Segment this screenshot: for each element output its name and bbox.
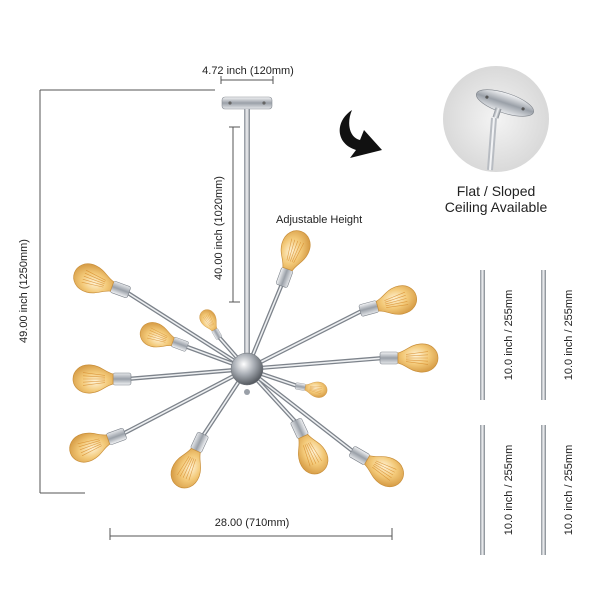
bulb-socket <box>295 382 306 391</box>
bulb-arm <box>69 366 250 463</box>
extension-rod-3: 10.0 inch / 255mm <box>480 425 515 555</box>
extension-rod-2: 10.0 inch / 255mm <box>541 270 575 400</box>
curved-arrow-icon <box>339 110 382 158</box>
bulb-socket <box>379 351 399 365</box>
extension-rod-1: 10.0 inch / 255mm <box>480 270 515 400</box>
canopy-width-dimension: 4.72 inch (120mm) <box>202 65 294 84</box>
bulb-arm <box>244 343 439 373</box>
hub-finial <box>244 389 250 395</box>
bulb-arm <box>139 322 250 372</box>
bulb-arm <box>170 366 250 489</box>
total-height-label: 49.00 inch (1250mm) <box>18 239 30 343</box>
bulb-socket <box>358 300 379 317</box>
bulb-arm <box>244 366 404 488</box>
ceiling-line1: Flat / Sloped <box>457 183 536 199</box>
ceiling-canopy <box>221 96 273 116</box>
extension-rod-label: 10.0 inch / 255mm <box>503 290 515 381</box>
edison-bulb <box>304 381 328 398</box>
edison-bulb <box>364 455 404 488</box>
canopy-width-label: 4.72 inch (120mm) <box>202 65 294 77</box>
overall-width-label: 28.00 (710mm) <box>215 517 290 529</box>
bulb-socket <box>112 372 132 386</box>
bulb-arm <box>72 364 250 394</box>
central-hub-sphere <box>230 352 264 386</box>
down-rod <box>244 116 250 356</box>
extension-rod-label: 10.0 inch / 255mm <box>503 445 515 536</box>
ceiling-line2: Ceiling Available <box>445 199 548 215</box>
rod-height-label: 40.00 inch (1020mm) <box>213 176 225 280</box>
rod-height-dimension: 40.00 inch (1020mm) <box>213 126 240 303</box>
edison-bulb <box>199 309 218 332</box>
bulb-arm <box>244 366 329 475</box>
edison-bulb <box>298 433 329 475</box>
total-height-dimension: 49.00 inch (1250mm) <box>18 89 215 494</box>
bulb-arm <box>244 230 311 372</box>
overall-width-dimension: 28.00 (710mm) <box>109 517 393 540</box>
edison-bulb <box>170 447 201 489</box>
extension-rod-label: 10.0 inch / 255mm <box>563 445 575 536</box>
adjustable-height-label: Adjustable Height <box>276 214 362 226</box>
chandelier-arms <box>69 230 439 489</box>
edison-bulb <box>375 285 417 315</box>
extension-rod-4: 10.0 inch / 255mm <box>541 425 575 555</box>
sloped-ceiling-inset <box>443 66 549 172</box>
extension-rod-label: 10.0 inch / 255mm <box>563 290 575 381</box>
bulb-arm <box>244 285 417 372</box>
bulb-arm <box>73 263 250 372</box>
